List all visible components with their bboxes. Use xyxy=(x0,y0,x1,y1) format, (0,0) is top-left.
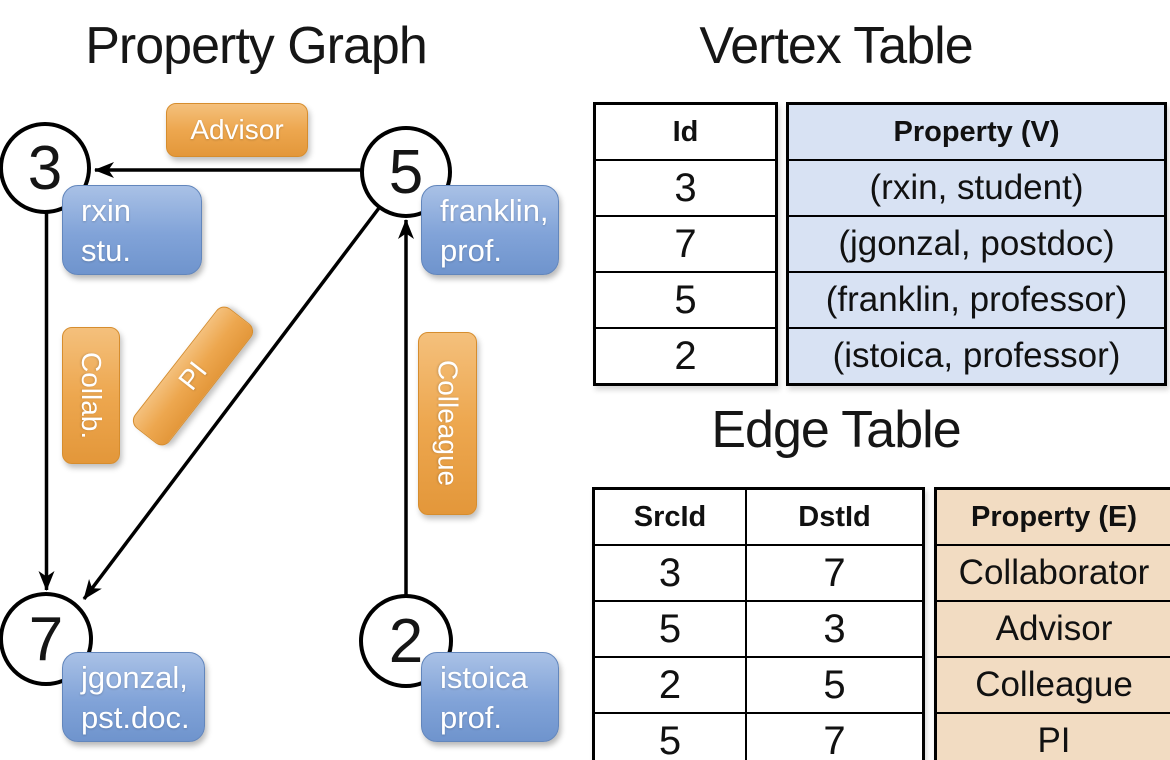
vertex-property-box-3: rxin stu. xyxy=(62,185,202,275)
edge-row-srcid: 2 xyxy=(592,656,747,714)
vertex-id-3: 3 xyxy=(27,133,63,203)
property-graph-title: Property Graph xyxy=(85,17,428,75)
vertex-table-header-id: Id xyxy=(593,102,778,161)
vertex-row-id: 2 xyxy=(593,327,778,386)
edge-label-advisor: Advisor xyxy=(166,103,308,157)
vertex-table: Id 3 7 5 2 Property (V) (rxin, student) … xyxy=(593,102,1167,386)
vertex-property-7-line1: jgonzal, xyxy=(81,660,188,695)
vertex-property-3-line1: rxin xyxy=(81,193,131,228)
vertex-property-7-line2: pst.doc. xyxy=(81,700,190,735)
edge-table-property-column: Property (E) Collaborator Advisor Collea… xyxy=(934,487,1170,760)
edge-label-pi-text: PI xyxy=(172,355,213,396)
vertex-property-2-line2: prof. xyxy=(440,700,503,735)
edge-row-srcid: 5 xyxy=(592,600,747,658)
edge-row-property: Advisor xyxy=(934,600,1170,658)
edge-row-dstid: 7 xyxy=(745,544,925,602)
edge-table: SrcId DstId 3 7 5 3 2 5 5 7 Property (E)… xyxy=(592,487,1170,760)
edge-row-srcid: 5 xyxy=(592,712,747,760)
vertex-property-5-line2: prof. xyxy=(440,233,503,268)
vertex-property-box-7: jgonzal, pst.doc. xyxy=(62,652,205,742)
edge-row-dstid: 3 xyxy=(745,600,925,658)
vertex-row-property: (istoica, professor) xyxy=(786,327,1167,386)
edge-row-dstid: 5 xyxy=(745,656,925,714)
edge-row-dstid: 7 xyxy=(745,712,925,760)
vertex-row-property: (rxin, student) xyxy=(786,159,1167,217)
edge-label-collab-text: Collab. xyxy=(76,351,107,440)
edge-table-id-columns: SrcId DstId 3 7 5 3 2 5 5 7 xyxy=(592,487,925,760)
vertex-row-property: (franklin, professor) xyxy=(786,271,1167,329)
vertex-property-5-line1: franklin, xyxy=(440,193,549,228)
vertex-id-2: 2 xyxy=(388,606,424,676)
edge-row-property: Colleague xyxy=(934,656,1170,714)
vertex-property-2-line1: istoica xyxy=(440,660,528,695)
edge-table-header-dstid: DstId xyxy=(745,487,925,546)
edge-label-colleague: Colleague xyxy=(418,332,477,515)
edge-label-advisor-text: Advisor xyxy=(190,114,284,145)
edge-table-title: Edge Table xyxy=(711,401,961,459)
edge-label-colleague-text: Colleague xyxy=(432,360,464,487)
vertex-row-id: 7 xyxy=(593,215,778,273)
edge-row-property: Collaborator xyxy=(934,544,1170,602)
vertex-table-header-property: Property (V) xyxy=(786,102,1167,161)
vertex-row-id: 3 xyxy=(593,159,778,217)
edge-table-header-property: Property (E) xyxy=(934,487,1170,546)
edge-table-header-srcid: SrcId xyxy=(592,487,747,546)
edge-row-srcid: 3 xyxy=(592,544,747,602)
edge-row-property: PI xyxy=(934,712,1170,760)
vertex-table-title: Vertex Table xyxy=(699,17,973,75)
edge-label-collab: Collab. xyxy=(62,327,120,464)
edge-arrow-5-to-7 xyxy=(82,206,381,601)
vertex-row-id: 5 xyxy=(593,271,778,329)
vertex-table-property-column: Property (V) (rxin, student) (jgonzal, p… xyxy=(786,102,1167,386)
vertex-property-3-line2: stu. xyxy=(81,233,131,268)
vertex-table-id-column: Id 3 7 5 2 xyxy=(593,102,778,386)
vertex-property-box-5: franklin, prof. xyxy=(421,185,559,275)
vertex-id-7: 7 xyxy=(28,604,64,674)
vertex-property-box-2: istoica prof. xyxy=(421,652,559,742)
vertex-id-5: 5 xyxy=(388,137,424,207)
vertex-row-property: (jgonzal, postdoc) xyxy=(786,215,1167,273)
